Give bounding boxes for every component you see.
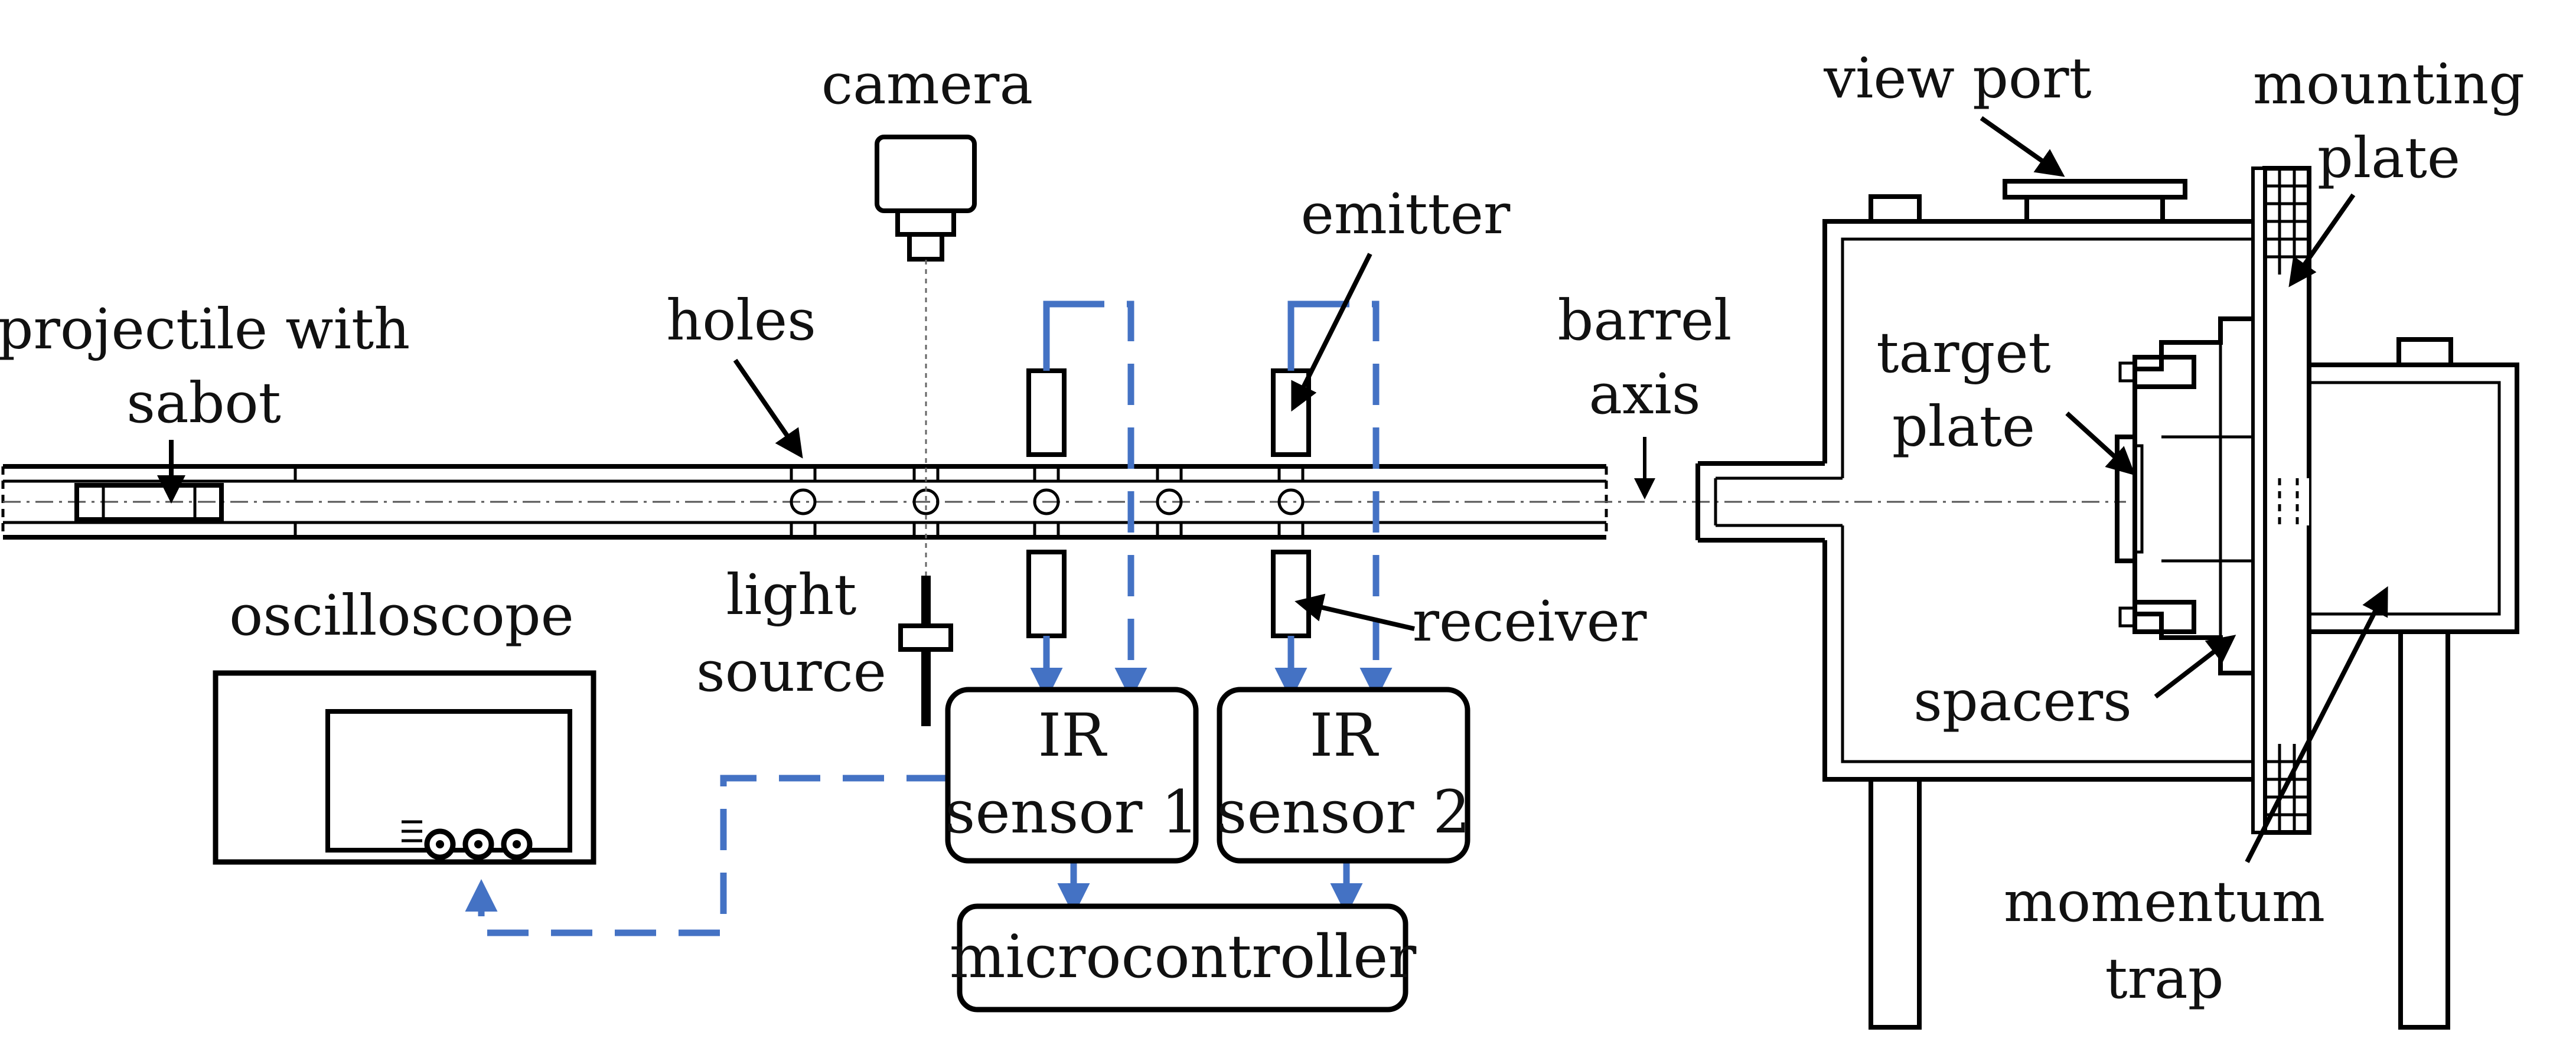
label-projectile-line2: sabot bbox=[126, 371, 281, 436]
barrel-holes bbox=[790, 466, 1305, 537]
ir-sensor-2-line1: IR bbox=[1310, 701, 1380, 770]
label-light-line2: source bbox=[696, 639, 886, 704]
label-camera: camera bbox=[821, 52, 1033, 117]
receiver-2 bbox=[1271, 550, 1311, 638]
camera bbox=[875, 135, 977, 262]
arrow-target-plate bbox=[2065, 412, 2135, 476]
arrow-view-port bbox=[1980, 116, 2065, 177]
label-momentum-line1: momentum bbox=[2004, 870, 2325, 935]
barrel bbox=[1, 464, 1608, 540]
label-mounting-line1: mounting bbox=[2253, 52, 2525, 117]
label-view-port: view port bbox=[1823, 46, 2091, 111]
label-target-line2: plate bbox=[1892, 394, 2035, 459]
microcontroller-label: microcontroller bbox=[950, 922, 1417, 991]
arrow-holes bbox=[733, 358, 803, 459]
label-projectile-line1: projectile with bbox=[0, 297, 410, 362]
arrow-momentum-trap bbox=[2245, 586, 2388, 863]
microcontroller-box: microcontroller bbox=[950, 903, 1417, 1013]
spacers bbox=[2118, 316, 2255, 675]
oscilloscope bbox=[213, 670, 596, 865]
label-barrel-line1: barrel bbox=[1558, 288, 1732, 353]
label-light-line1: light bbox=[726, 563, 857, 628]
emitter-1 bbox=[1026, 368, 1067, 457]
label-oscilloscope: oscilloscope bbox=[229, 583, 574, 648]
label-mounting-line2: plate bbox=[2317, 126, 2460, 191]
arrow-mounting-plate bbox=[2288, 193, 2356, 288]
light-source bbox=[898, 576, 953, 726]
label-holes: holes bbox=[666, 288, 816, 353]
ir-sensor-2-box: IR sensor 2 bbox=[1217, 687, 1470, 864]
arrow-receiver bbox=[1294, 593, 1415, 631]
label-momentum-line2: trap bbox=[2105, 946, 2223, 1011]
target-chamber bbox=[1695, 179, 2519, 1030]
label-receiver: receiver bbox=[1413, 589, 1647, 654]
projectile-with-sabot bbox=[74, 483, 224, 522]
arrow-spacers bbox=[2154, 635, 2236, 699]
ir-sensor-1-line2: sensor 1 bbox=[945, 778, 1199, 847]
pointer-arrows bbox=[157, 116, 2388, 863]
ir-sensor-2-line2: sensor 2 bbox=[1217, 778, 1470, 847]
label-spacers: spacers bbox=[1913, 669, 2132, 734]
label-emitter: emitter bbox=[1301, 182, 1511, 247]
receiver-1 bbox=[1026, 550, 1067, 638]
labels: camera emitter holes projectile with sab… bbox=[0, 46, 2525, 1011]
label-target-line1: target bbox=[1876, 321, 2050, 386]
ir-sensor-1-line1: IR bbox=[1038, 701, 1108, 770]
mounting-plate bbox=[2251, 166, 2311, 835]
ir-sensor-1-box: IR sensor 1 bbox=[945, 687, 1199, 864]
arrow-emitter bbox=[1291, 253, 1372, 412]
label-barrel-line2: axis bbox=[1589, 362, 1700, 427]
target-plate bbox=[2115, 435, 2144, 563]
